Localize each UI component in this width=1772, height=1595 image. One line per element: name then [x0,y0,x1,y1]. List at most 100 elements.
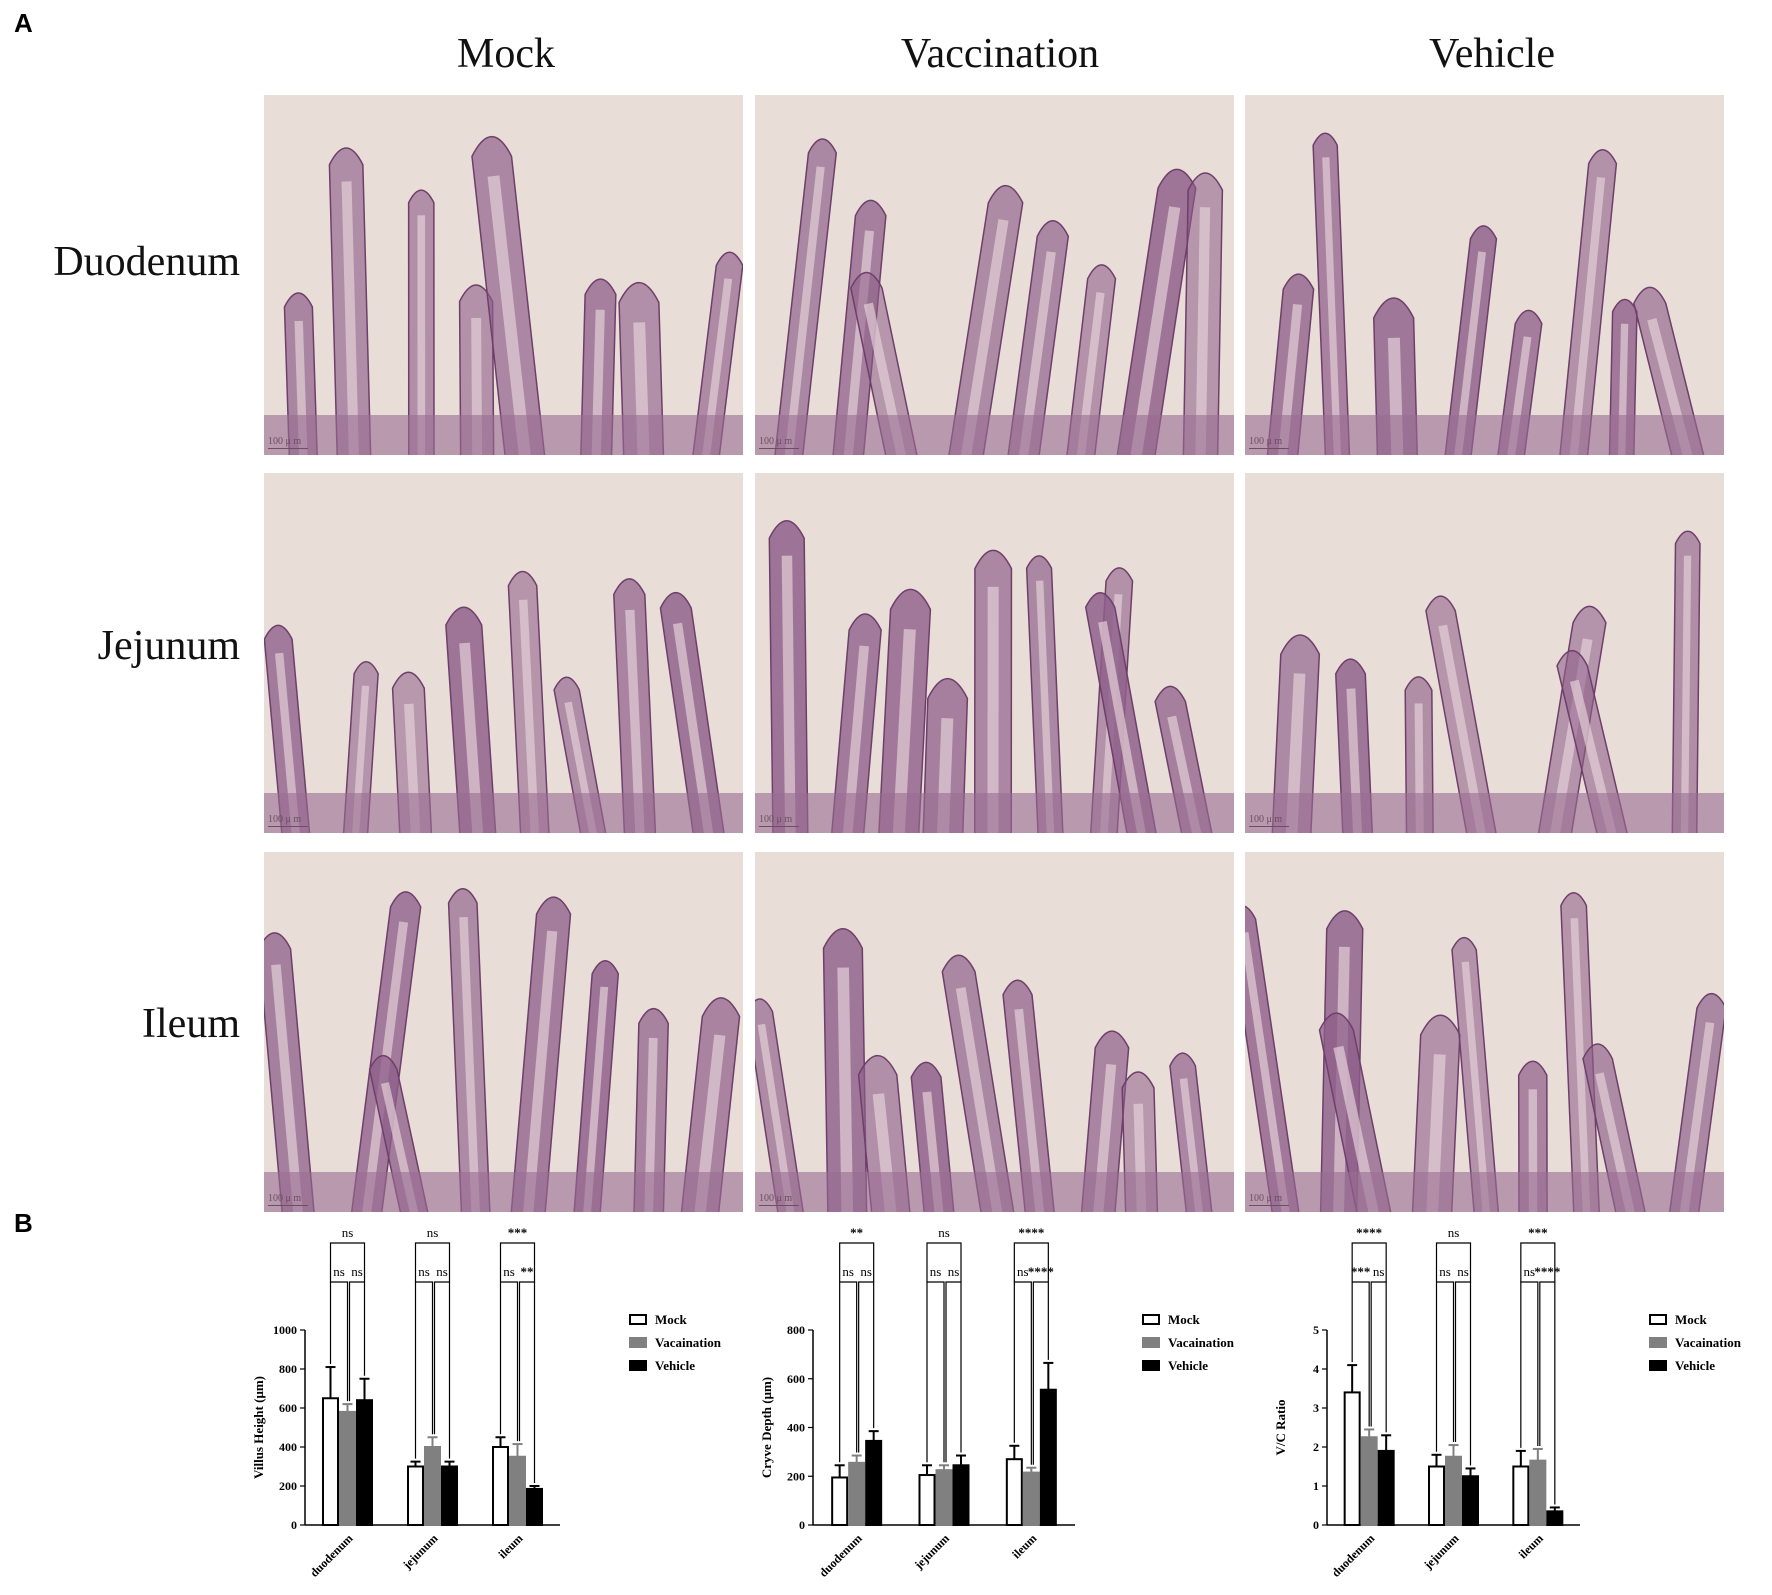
row-header-jejunum: Jejunum [97,623,240,669]
significance-bracket [499,1281,519,1442]
scale-bar-label: 100 μ m [268,814,308,827]
x-tick-label: duodenum [1329,1531,1378,1580]
bar-vehicle-ileum [1546,1510,1564,1527]
scale-bar-label: 100 μ m [1249,814,1289,827]
legend-swatch-vehicle [629,1360,647,1371]
x-tick-label: ileum [1516,1531,1546,1561]
significance-label: **** [1018,1225,1044,1240]
significance-bracket [348,1281,366,1402]
scale-bar-line [759,448,799,449]
bar-vehicle-ileum [526,1487,543,1526]
y-tick-label: 800 [787,1323,805,1337]
scale-bar-label: 100 μ m [268,436,308,449]
scale-bar-line [1249,1205,1289,1206]
significance-label: ns [427,1225,439,1240]
scale-bar-line [759,1205,799,1206]
significance-bracket [518,1281,536,1483]
y-tick-label: 3 [1313,1401,1319,1415]
scale-bar-line [1249,826,1289,827]
legend-swatch-vehicle [1649,1360,1667,1371]
scale-bar-label: 100 μ m [759,436,799,449]
legend-label-vacaination: Vacaination [655,1335,722,1350]
legend-label-mock: Mock [1675,1312,1708,1327]
y-tick-label: 600 [787,1372,805,1386]
bar-vehicle-jejunum [952,1464,970,1526]
significance-label: *** [1528,1225,1548,1240]
significance-label: *** [1351,1264,1371,1279]
significance-label: ns [930,1264,942,1279]
bar-vacaination-duodenum [1360,1436,1378,1526]
scale-bar-line [759,826,799,827]
bar-mock-ileum [492,1446,509,1526]
column-header-vehicle: Vehicle [1429,31,1555,77]
significance-label: ns [938,1225,950,1240]
x-tick-label: jejunum [911,1531,952,1572]
bar-vacaination-duodenum [848,1461,866,1526]
scale-bar-line [1249,448,1289,449]
legend-label-vehicle: Vehicle [1168,1358,1208,1373]
scale-bar-line [268,1205,308,1206]
bar-mock-jejunum [407,1465,424,1526]
bar-vacaination-ileum [509,1455,526,1526]
significance-bracket [329,1281,349,1402]
column-header-mock: Mock [457,31,555,77]
significance-label: ns [1524,1264,1536,1279]
micrograph-duodenum-vaccination: 100 μ m [755,95,1234,455]
y-tick-label: 200 [279,1479,297,1493]
y-tick-label: 4 [1313,1362,1319,1376]
significance-bracket [1032,1281,1049,1465]
bar-vehicle-duodenum [1377,1449,1395,1526]
significance-bracket [414,1281,434,1459]
significance-label: ns [418,1264,430,1279]
significance-label: **** [1028,1264,1054,1279]
legend-swatch-vacaination [1649,1337,1667,1348]
bar-vehicle-ileum [1039,1388,1057,1526]
bar-vacaination-duodenum [339,1410,356,1526]
significance-label: ns [351,1264,363,1279]
significance-label: ns [333,1264,345,1279]
significance-label: ** [850,1225,863,1240]
bar-mock-duodenum [831,1476,849,1526]
significance-label: ns [342,1225,354,1240]
legend-swatch-vehicle [1142,1360,1160,1371]
significance-bracket [1370,1281,1387,1433]
significance-label: ns [1439,1264,1451,1279]
micrograph-duodenum-mock: 100 μ m [264,95,743,455]
bar-vacaination-jejunum [1445,1455,1462,1526]
micrograph-jejunum-vaccination: 100 μ m [755,473,1234,833]
legend-label-vehicle: Vehicle [655,1358,695,1373]
significance-bracket [926,1281,945,1463]
y-tick-label: 800 [279,1362,297,1376]
y-tick-label: 0 [1313,1518,1319,1532]
significance-bracket [1539,1281,1556,1505]
y-tick-label: 0 [291,1518,297,1532]
y-tick-label: 200 [787,1469,805,1483]
bar-vacaination-jejunum [424,1446,441,1526]
significance-bracket [1435,1281,1455,1452]
micrograph-ileum-vehicle: 100 μ m [1245,852,1724,1212]
scale-bar-label: 100 μ m [1249,436,1289,449]
micrograph-ileum-vaccination: 100 μ m [755,852,1234,1212]
significance-bracket [499,1242,536,1282]
significance-bracket [414,1242,451,1282]
legend-label-mock: Mock [1168,1312,1201,1327]
significance-label: **** [1356,1225,1382,1240]
bar-vehicle-jejunum [1462,1475,1479,1526]
micrograph-duodenum-vehicle: 100 μ m [1245,95,1724,455]
scale-bar-label: 100 μ m [759,814,799,827]
scale-bar-label: 100 μ m [1249,1193,1289,1206]
row-header-ileum: Ileum [142,1001,240,1047]
y-axis-title: Cryve Depth (μm) [759,1377,774,1478]
significance-label: ns [503,1264,515,1279]
y-tick-label: 5 [1313,1323,1319,1337]
scale-bar-line [268,826,308,827]
bar-mock-duodenum [322,1397,339,1526]
x-tick-label: ileum [1009,1531,1039,1561]
scale-bar-label: 100 μ m [268,1193,308,1206]
bar-mock-duodenum [1343,1391,1361,1526]
bar-vehicle-jejunum [441,1465,458,1526]
column-header-vaccination: Vaccination [900,31,1100,77]
x-tick-label: duodenum [816,1531,865,1580]
legend-swatch-mock [629,1314,647,1325]
